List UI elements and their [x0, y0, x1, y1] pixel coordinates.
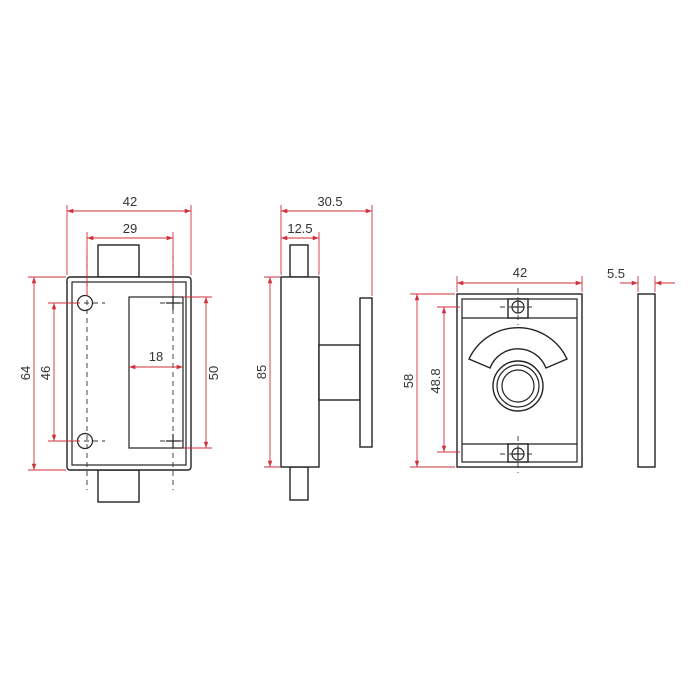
dim-label-width: 42 — [123, 194, 137, 209]
knob-ring-middle — [496, 364, 540, 408]
dim-label-plate-height: 58 — [401, 374, 416, 388]
dim-label-window-width: 18 — [149, 349, 163, 364]
lock-front-view: 42 29 64 46 18 50 — [18, 194, 221, 503]
dim-label-hole-spacing: 46 — [38, 366, 53, 380]
knob-ring-outer — [492, 360, 544, 412]
top-pin — [289, 244, 309, 278]
dim-label-depth: 30.5 — [317, 194, 342, 209]
bottom-pin — [289, 466, 309, 501]
dim-label-window-height: 50 — [206, 366, 221, 380]
dim-label-bolt-spacing: 29 — [123, 221, 137, 236]
side-body — [280, 276, 320, 468]
indicator-side-view: 5.5 — [607, 266, 675, 468]
knob-plate — [359, 297, 373, 448]
bottom-bolt — [97, 469, 140, 503]
center-lines — [75, 255, 185, 490]
lock-window — [128, 296, 184, 449]
dim-label-body-depth: 12.5 — [287, 221, 312, 236]
dim-label-plate-hole-spacing: 48.8 — [428, 368, 443, 393]
lock-side-view: 30.5 12.5 85 — [254, 194, 373, 501]
cross-marks — [166, 296, 180, 448]
top-bolt — [97, 244, 140, 278]
indicator-arc — [468, 327, 568, 369]
dim-label-plate-width: 42 — [513, 265, 527, 280]
spindle — [318, 344, 361, 401]
dim-label-thickness: 5.5 — [607, 266, 625, 281]
indicator-side-plate — [637, 293, 656, 468]
lock-body-inner — [71, 281, 187, 466]
dim-label-height: 64 — [18, 366, 33, 380]
indicator-front-view: 42 58 48.8 — [401, 265, 583, 473]
knob-ring-inner — [501, 369, 535, 403]
dim-label-side-height: 85 — [254, 365, 269, 379]
